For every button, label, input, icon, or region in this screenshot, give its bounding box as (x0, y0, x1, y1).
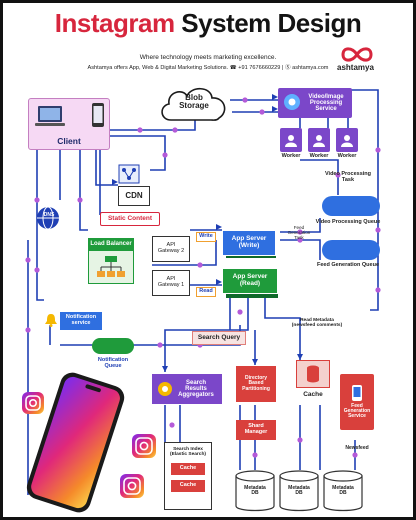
bell-icon (45, 314, 57, 327)
search-index-label: Search Index (Elastic Search) (170, 447, 206, 458)
notification-queue-label: Notification Queue (97, 357, 129, 369)
worker-box-3 (336, 128, 358, 152)
video-processing-task-label: Video Processing Task (324, 171, 372, 183)
write-label: Write (196, 232, 216, 242)
client-label: Client (57, 136, 81, 146)
worker-box-1 (280, 128, 302, 152)
database-icon (307, 365, 319, 383)
feed-generation-service-box: Feed Generation Service (340, 374, 374, 430)
notification-service: Notification service (60, 312, 102, 330)
user-icon (341, 135, 353, 147)
laptop-icon (35, 106, 65, 126)
search-aggregators: Search Results Aggregators (152, 374, 222, 404)
cdn-box: CDN (118, 186, 150, 206)
metadata-db-1-label: Metadata DB (244, 485, 266, 497)
instagram-phone-illustration (22, 372, 156, 513)
read-metadata-label: Read Metadata (newsfeed comments) (291, 318, 343, 329)
globe-icon (37, 206, 59, 230)
user-icon (285, 135, 297, 147)
directory-partitioning: Directory Based Partitioning (236, 366, 276, 402)
api-gateway-1: API Gateway 1 (152, 270, 190, 296)
dns-label: DNS (43, 212, 55, 218)
static-content-label: Static Content (100, 212, 160, 226)
feed-generation-task-label: Feed Generation Task (287, 225, 311, 240)
gear-icon (158, 382, 172, 396)
cache-box (296, 360, 330, 388)
newsfeed-label: Newsfeed (345, 445, 369, 451)
contact-line: Ashtamya offers App, Web & Digital Marke… (87, 65, 329, 71)
read-label: Read (196, 287, 216, 297)
metadata-db-3-label: Metadata DB (332, 485, 354, 497)
title-instagram: Instagram (54, 8, 175, 38)
user-icon (313, 135, 325, 147)
brand-name: ashtamya (337, 63, 374, 72)
feed-generation-queue (322, 240, 380, 260)
search-index-box: Search Index (Elastic Search) Cache Cach… (164, 442, 212, 510)
index-cache-2: Cache (171, 480, 205, 493)
search-query-label: Search Query (192, 331, 246, 345)
notification-queue (92, 338, 134, 354)
worker-label-3: Worker (337, 153, 357, 159)
index-cache-1: Cache (171, 463, 205, 476)
network-icon (97, 256, 125, 277)
gear-icon (284, 94, 300, 110)
database-icon (279, 470, 319, 512)
metadata-db-2-label: Metadata DB (288, 485, 310, 497)
page-title: Instagram System Design (0, 8, 416, 39)
worker-label-1: Worker (281, 153, 301, 159)
title-system-design: System Design (181, 8, 362, 38)
feed-generation-service-label: Feed Generation Service (343, 402, 371, 420)
cache-label: Cache (303, 391, 323, 398)
tagline: Where technology meets marketing excelle… (139, 54, 277, 61)
infinity-logo-icon (341, 47, 373, 62)
load-balancer-title: Load Balancer (88, 238, 134, 250)
database-icon (235, 470, 275, 512)
instagram-logo-icon (22, 392, 44, 414)
shard-manager: Shard Manager (236, 420, 276, 440)
client-box: Client (28, 98, 110, 150)
blob-storage-label: Blob Storage (179, 93, 209, 111)
worker-label-2: Worker (309, 153, 329, 159)
worker-box-2 (308, 128, 330, 152)
video-processing-queue (322, 196, 380, 216)
cloud-icon (161, 87, 226, 121)
video-processing-queue-label: Video Processing Queue (315, 219, 381, 225)
phone-icon (352, 384, 362, 401)
phone-icon (92, 103, 104, 127)
database-icon (323, 470, 363, 512)
api-gateway-2: API Gateway 2 (152, 236, 190, 262)
app-server-read: App Server (Read) (222, 268, 278, 294)
load-balancer-box (88, 250, 134, 284)
app-server-write: App Server (Write) (222, 230, 276, 256)
feed-generation-queue-label: Feed Generation Queue (316, 262, 380, 268)
network-icon (118, 164, 140, 184)
